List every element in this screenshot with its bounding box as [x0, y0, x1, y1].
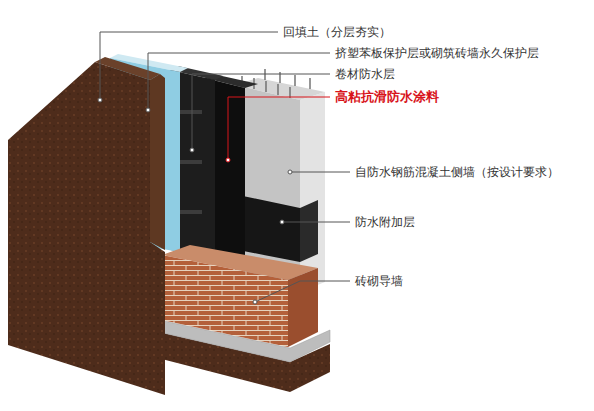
backfill-soil: [8, 62, 165, 395]
print-mark: [180, 160, 202, 164]
highlight-label: 高粘抗滑防水涂料: [335, 89, 439, 105]
leader-line: [290, 172, 350, 173]
additional-layer: [238, 195, 300, 262]
print-mark: [180, 210, 202, 214]
rebar: [265, 81, 266, 92]
part-label: 挤塑苯板保护层或砌筑砖墙永久保护层: [335, 45, 539, 61]
brick-side: [288, 268, 318, 347]
part-label: 回填土（分层夯实）: [283, 24, 391, 40]
leader-dot: [146, 108, 150, 112]
rebar: [289, 87, 290, 98]
leader-line: [100, 32, 278, 100]
concrete-side: [300, 92, 325, 292]
membrane-print: [180, 110, 202, 214]
leader-dots: [98, 98, 292, 304]
leader-line: [282, 222, 350, 223]
leader-dot: [253, 300, 257, 304]
leader-dot: [280, 220, 284, 224]
brick-wall: [162, 255, 288, 347]
leader-line: [255, 281, 350, 302]
leader-dot: [98, 98, 102, 102]
part-label: 砖砌导墙: [355, 273, 403, 289]
part-label: 卷材防水层: [335, 66, 395, 82]
part-label: 防水附加层: [355, 214, 415, 230]
print-mark: [180, 110, 202, 114]
rebar: [309, 78, 310, 89]
additional-layer-side: [300, 200, 318, 262]
leader-dot: [190, 148, 194, 152]
part-label: 自防水钢筋混凝土侧墙（按设计要求）: [355, 164, 559, 180]
leader-dot: [288, 170, 292, 174]
leader-line: [192, 74, 330, 150]
rebar: [277, 84, 278, 95]
leader-lines: [100, 32, 350, 302]
soil-cut: [150, 74, 165, 250]
rebar: [294, 75, 295, 86]
leader-dot: [226, 158, 230, 162]
leader-line-highlight: [228, 97, 330, 160]
leader-line: [148, 53, 330, 110]
